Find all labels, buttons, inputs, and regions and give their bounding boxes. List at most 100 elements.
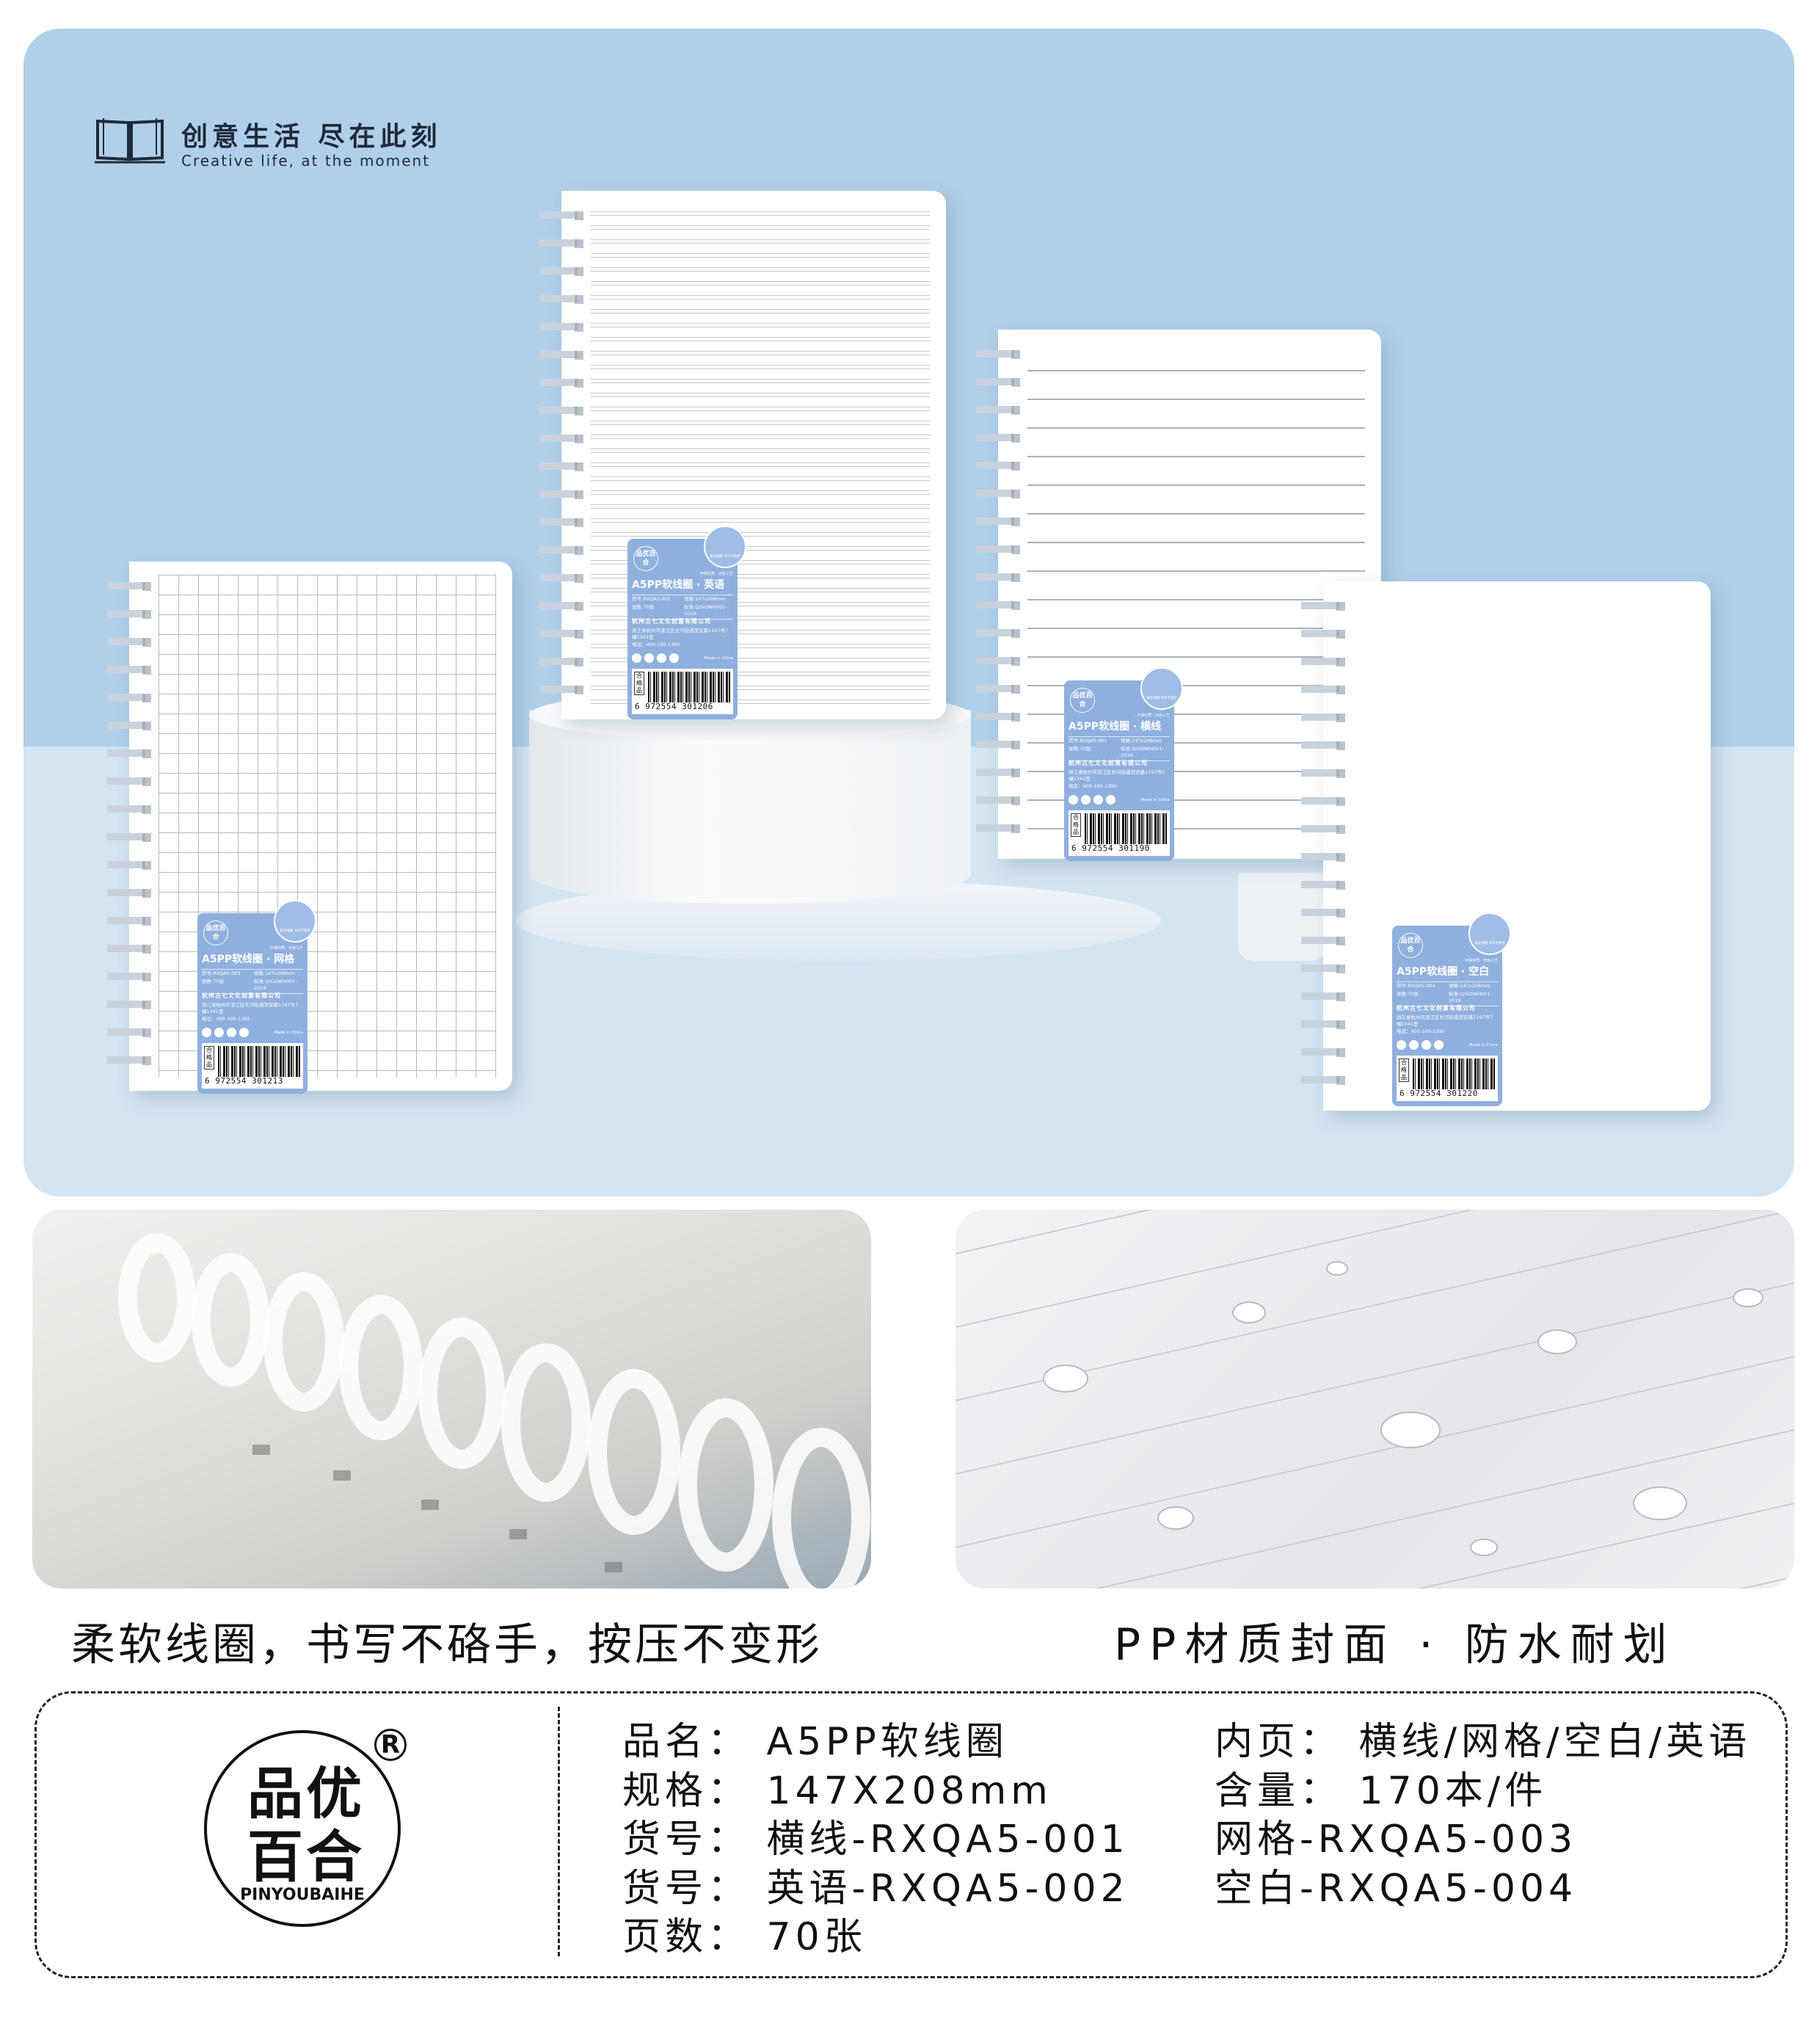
label-address: 浙江省杭州市滨江区长河街道滨安路1197号7幢1341室 (632, 628, 729, 640)
product-label: 品优百合 柔软线圈 书写不硌手 · 环保材质 · 无色工艺 A5PP软线圈 · 网格货… (197, 900, 316, 1094)
label-sku: 货号:RXQA5-001 (1069, 738, 1107, 744)
qc-stamp: 合格品 (634, 672, 644, 695)
barcode-bars (218, 1046, 300, 1077)
barcode-box: 合格品 6 972554 301213 (202, 1043, 303, 1089)
qc-stamp: 合格品 (1399, 1059, 1409, 1082)
label-title: A5PP软线圈 · 空白 (1397, 965, 1498, 982)
info-divider (558, 1707, 560, 1956)
spec-line: 规格： 147X208mm (622, 1769, 1052, 1813)
qc-stamp: 合格品 (1071, 813, 1081, 837)
label-spiral-inset: 柔软线圈 书写不硌手 (1140, 667, 1183, 710)
eye-care-icon (1409, 1040, 1419, 1050)
label-cert-icons (632, 653, 679, 663)
barcode-number: 6 972554 301190 (1071, 843, 1150, 854)
label-made-in: Made in China (704, 656, 733, 661)
label-tel: 电话：400-100-1395 (1069, 783, 1117, 789)
no-odor-icon (1434, 1040, 1444, 1050)
label-tagline: · 环保材质 · 无色工艺 (698, 572, 733, 576)
label-brand-logo: 品优百合 (203, 921, 228, 945)
label-tagline: · 环保材质 · 无色工艺 (268, 946, 303, 951)
seal-brand-en: PINYOUBAIHE (240, 1886, 365, 1904)
binding-holes (142, 576, 151, 1083)
label-spiral-inset: 柔软线圈 书写不硌手 (704, 526, 746, 568)
barcode-number: 6 972554 301220 (1399, 1089, 1478, 1099)
display-pedestal (529, 710, 971, 904)
eco-icon (1069, 795, 1078, 805)
eye-care-icon (644, 653, 654, 663)
label-sheets: 张数:70张 (1069, 745, 1091, 752)
spiral-binding (107, 576, 145, 1083)
hero-banner: 创意生活 尽在此刻 Creative life, at the moment 品… (23, 29, 1794, 1197)
barcode-bars (1085, 813, 1167, 844)
label-sheets: 张数:70张 (1397, 990, 1419, 997)
no-odor-icon (1106, 795, 1115, 805)
eye-care-icon (214, 1028, 224, 1037)
label-address: 浙江省杭州市滨江区长河街道滨安路1197号7幢1341室 (202, 1002, 299, 1014)
no-odor-icon (669, 653, 679, 663)
caption-cover: PP材质封面 · 防水耐划 (1114, 1619, 1676, 1671)
barcode-box: 合格品 6 972554 301220 (1397, 1056, 1498, 1101)
product-label: 品优百合 柔软线圈 书写不硌手 · 环保材质 · 无色工艺 A5PP软线圈 · 空白货… (1392, 912, 1511, 1106)
spec-line: 内页： 横线/网格/空白/英语 (1215, 1720, 1752, 1764)
label-standard: 标准:Q/GOWH001-2019 (684, 603, 727, 617)
label-tagline: · 环保材质 · 无色工艺 (1463, 959, 1498, 963)
label-brand-logo: 品优百合 (1398, 933, 1423, 958)
barcode-number: 6 972554 301206 (635, 702, 713, 712)
label-size: 规格:147x208mm (254, 970, 296, 976)
notebook-blank: 品优百合 柔软线圈 书写不硌手 · 环保材质 · 无色工艺 A5PP软线圈 · 空白货… (1301, 581, 1711, 1111)
label-tel: 电话：400-100-1395 (632, 642, 680, 647)
label-sheets: 张数:70张 (632, 603, 654, 610)
label-standard: 标准:Q/GOWH001-2019 (1449, 990, 1492, 1003)
spiral-rings-illustration (118, 1233, 870, 1588)
label-address: 浙江省杭州市滨江区长河街道滨安路1197号7幢1341室 (1397, 1014, 1493, 1027)
eco-icon (1397, 1040, 1406, 1050)
safe-icon (657, 653, 666, 663)
binding-holes (1011, 344, 1020, 852)
eco-icon (632, 653, 641, 663)
label-company: 杭州古七文化创意有限公司 (1397, 1005, 1476, 1012)
label-cert-icons (1397, 1040, 1444, 1050)
spiral-closeup-photo (32, 1210, 871, 1588)
binding-holes (1336, 596, 1345, 1103)
safe-icon (227, 1028, 236, 1037)
label-cert-icons (202, 1028, 249, 1037)
label-tel: 电话：400-100-1395 (1397, 1028, 1445, 1034)
binding-holes (575, 206, 583, 712)
open-book-icon (95, 118, 165, 164)
safe-icon (1093, 795, 1103, 805)
barcode-bars (648, 672, 730, 702)
barcode-number: 6 972554 301213 (205, 1076, 283, 1086)
label-title: A5PP软线圈 · 英语 (632, 578, 733, 595)
eco-icon (202, 1028, 211, 1037)
label-sku: 货号:RXQA5-003 (202, 970, 241, 976)
notebook-grid: 品优百合 柔软线圈 书写不硌手 · 环保材质 · 无色工艺 A5PP软线圈 · 网格货… (107, 562, 512, 1094)
no-odor-icon (239, 1028, 249, 1037)
seal-brand-cn: 品优百合 (247, 1761, 365, 1889)
label-brand-logo: 品优百合 (1070, 688, 1095, 713)
label-brand-logo: 品优百合 (633, 546, 658, 571)
caption-spiral: 柔软线圈，书写不硌手，按压不变形 (71, 1619, 823, 1671)
label-sheets: 张数:70张 (202, 978, 224, 984)
spiral-binding (976, 344, 1014, 852)
label-made-in: Made in China (274, 1031, 303, 1035)
barcode-bars (1413, 1059, 1495, 1089)
label-specs: 货号:RXQA5-003 规格:147x208mm 张数:70张 标准:Q/GOWH0… (202, 970, 303, 995)
spec-line: 页数： 70张 (622, 1915, 867, 1959)
spec-line: 品名： A5PP软线圈 (622, 1720, 1008, 1764)
label-made-in: Made in China (1140, 798, 1170, 802)
label-spiral-inset: 柔软线圈 书写不硌手 (1468, 912, 1511, 955)
label-cert-icons (1069, 795, 1115, 805)
spec-line: 网格-RXQA5-003 (1215, 1818, 1578, 1862)
label-title: A5PP软线圈 · 网格 (202, 953, 303, 970)
label-standard: 标准:Q/GOWH001-2019 (254, 978, 297, 991)
qc-stamp: 合格品 (204, 1046, 214, 1070)
spec-line: 货号： 英语-RXQA5-002 (622, 1867, 1129, 1911)
spec-line: 货号： 横线-RXQA5-001 (622, 1818, 1129, 1862)
label-spiral-inset: 柔软线圈 书写不硌手 (274, 900, 316, 943)
spec-line: 含量： 170本/件 (1215, 1769, 1548, 1813)
barcode-box: 合格品 6 972554 301206 (632, 669, 733, 714)
label-company: 杭州古七文化创意有限公司 (1069, 760, 1148, 766)
